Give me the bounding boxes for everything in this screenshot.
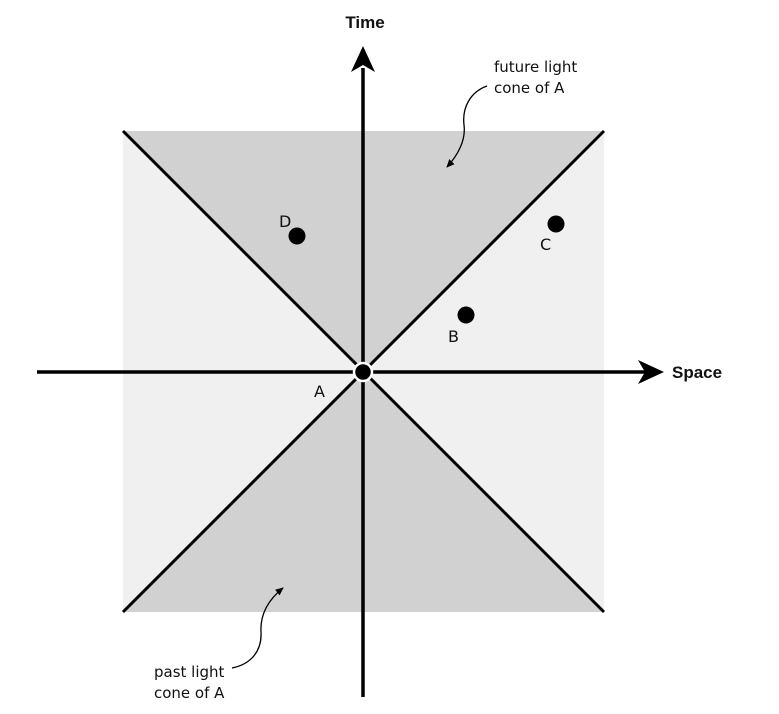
future-cone-pointer-arrow [446, 85, 488, 168]
event-c-marker [547, 215, 565, 233]
event-a-marker [352, 361, 374, 383]
event-d-marker [288, 227, 306, 245]
event-a-label: A [314, 382, 325, 401]
time-axis-arrowhead [351, 46, 375, 72]
space-axis-arrowhead [638, 360, 664, 384]
past-cone-pointer-arrow [231, 587, 284, 669]
time-axis-label: Time [345, 13, 384, 32]
future-cone-annotation-line1: future light [494, 58, 577, 76]
event-c-label: C [540, 235, 551, 254]
event-b-marker [457, 306, 475, 324]
space-axis-label: Space [672, 363, 722, 382]
future-cone-annotation-line2: cone of A [494, 79, 565, 97]
event-b-label: B [448, 327, 459, 346]
past-cone-annotation-line1: past light [154, 663, 225, 681]
past-cone-annotation-line2: cone of A [154, 684, 225, 702]
event-d-label: D [279, 212, 291, 231]
